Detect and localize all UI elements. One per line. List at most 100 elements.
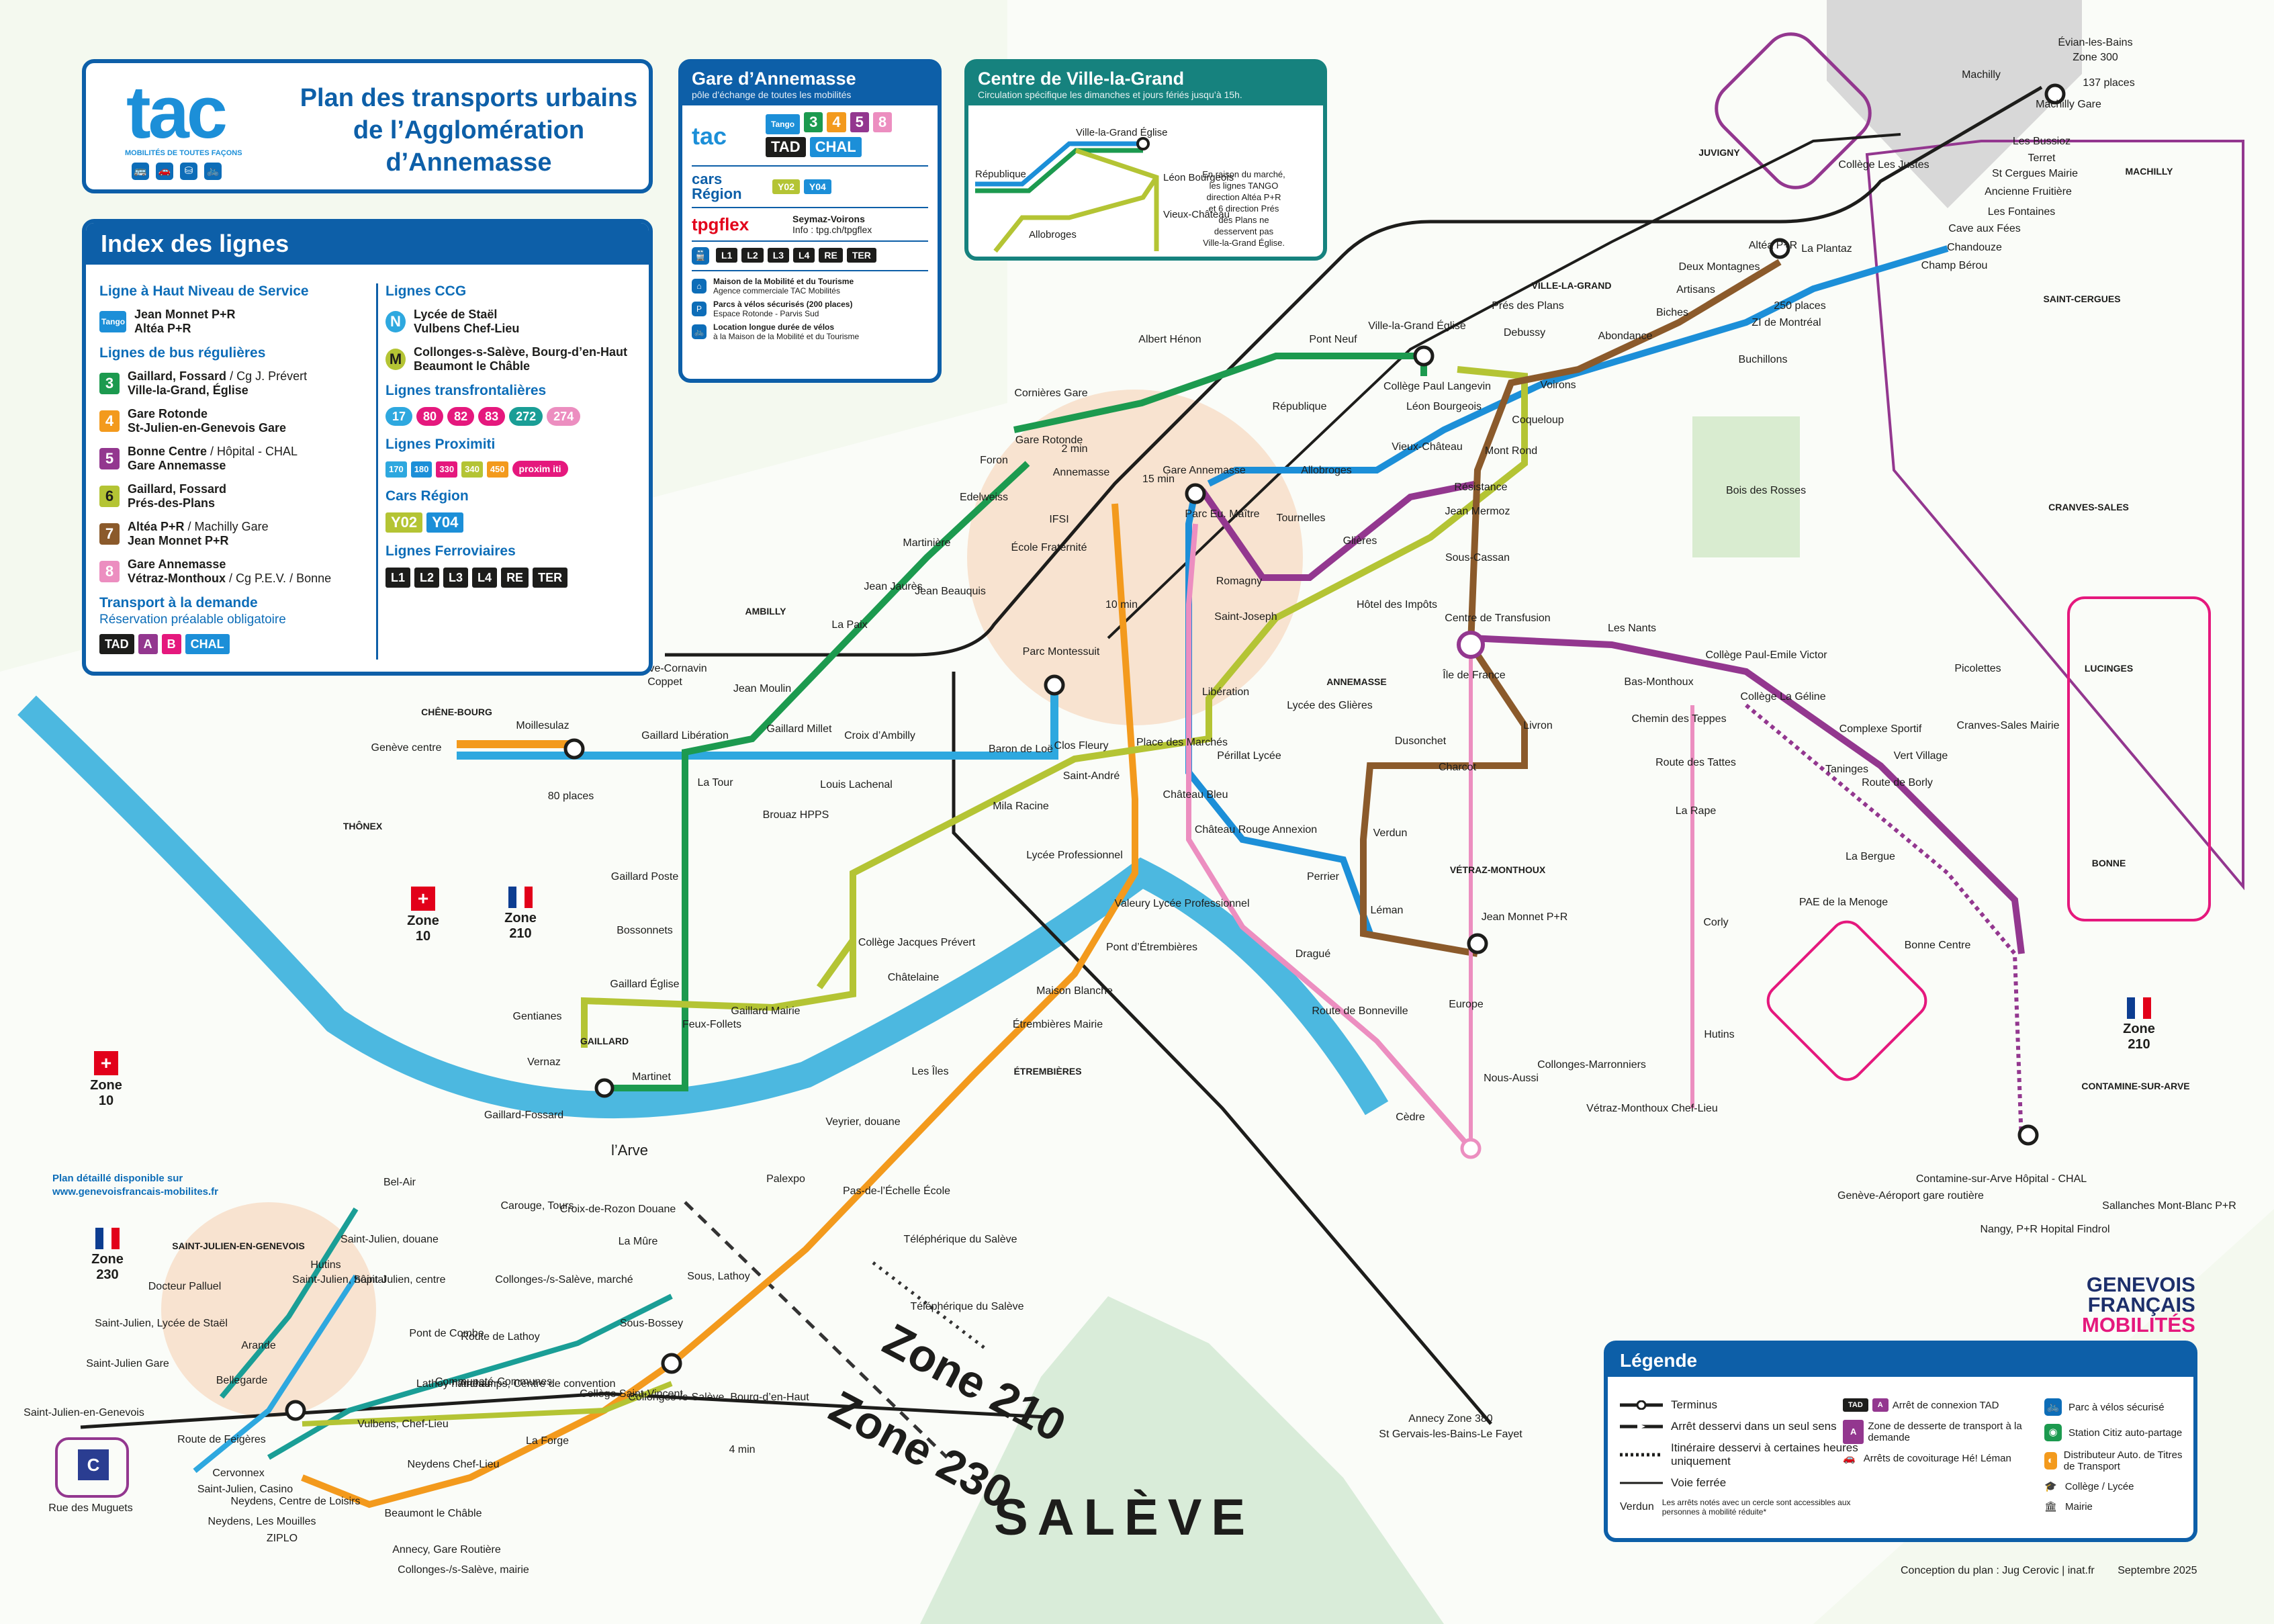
stop-label: Bas-Monthoux [1624,676,1693,688]
centre-stop-republique: République [975,169,1026,180]
proximiti-heading: Lignes Proximiti [385,437,496,452]
stop-label: Deux Montagnes [1679,261,1760,273]
stop-label: Croix-de-Rozon Douane [560,1204,676,1215]
centre-note-line: direction Altéa P+R [1207,192,1281,202]
proximiti-line-badge[interactable]: 330 [436,461,458,478]
detail-link[interactable]: Plan détaillé disponible sur www.genevoi… [52,1172,218,1199]
gare-tac-line-badge: Tango [766,114,801,134]
line-from: Gaillard, Fossard [128,369,227,383]
stop-label: Étrembières Mairie [1013,1018,1103,1030]
rail-line-badge[interactable]: RE [501,568,529,588]
tad-c-icon[interactable]: C [78,1449,109,1480]
tad-b-badge[interactable]: B [161,634,181,654]
stop-label: Hutins [310,1259,340,1271]
gare-tac-line-badge: TAD [766,137,806,157]
stop-cedre[interactable] [1460,1138,1482,1159]
line-8-branches [1469,645,1694,1148]
rail-line-badge[interactable]: L4 [472,568,498,588]
centre-stop-allobroges: Allobroges [1029,229,1077,240]
detail-url[interactable]: www.genevoisfrancais-mobilites.fr [52,1186,219,1198]
transfront-line-badge[interactable]: 80 [416,407,444,426]
gare-rail-badge: L4 [793,248,815,263]
stop-saint-julien-gare[interactable] [285,1400,306,1421]
rail-line-badge[interactable]: L3 [443,568,469,588]
rail-line-badge[interactable]: TER [533,568,568,588]
stop-contamine-chal[interactable] [2017,1124,2039,1146]
stop-label: Annecy Zone 380 [1408,1413,1493,1425]
stop-label: Gare Rotonde [1015,435,1083,446]
stop-label: Collège Paul Langevin [1383,381,1491,392]
centre-note-line: En raison du marché, [1202,169,1285,179]
tad-a-badge[interactable]: A [138,634,158,654]
transfront-line-badge[interactable]: 83 [478,407,506,426]
stop-label: Bossonnets [617,925,673,936]
stop-label: Châtelaine [888,972,940,983]
chal-badge[interactable]: CHAL [185,634,230,654]
transfront-line-badge[interactable]: 272 [509,407,543,426]
service-detail: à la Maison de la Mobilité et du Tourism… [713,332,860,341]
stop-label: Vulbens, Chef-Lieu [357,1418,449,1430]
stop-machilly-gare[interactable] [2044,83,2066,105]
centre-stop-eglise: Ville-la-Grand Église [1076,127,1167,138]
proximiti-line-badge[interactable]: 340 [461,461,483,478]
stop-parc-montessuit[interactable] [1044,674,1065,696]
stop-label: Archamps, Centre de convention [459,1378,615,1390]
transfront-line-badge[interactable]: 274 [547,407,581,426]
proximiti-line-badge[interactable]: 450 [486,461,508,478]
car-y02-badge[interactable]: Y02 [385,512,423,533]
stop-centre-transfusion[interactable] [1457,631,1485,659]
stop-label: Bel-Air [383,1177,416,1188]
stop-label: Collège Les Justes [1838,159,1929,171]
rail-line-badge[interactable]: L1 [385,568,411,588]
saint-julien-centre-area [161,1202,376,1417]
stop-label: St Gervais-les-Bains-Le Fayet [1379,1429,1522,1440]
zone-boundary-line [684,1201,948,1459]
stop-gaillard-fossard[interactable] [594,1078,615,1098]
proximiti-line-badge[interactable]: 170 [385,461,407,478]
stop-label: Gaillard Millet [767,723,832,735]
line-badge: 8 [99,561,120,582]
stop-jean-monnet[interactable] [1467,933,1488,954]
transfront-line-badge[interactable]: 17 [385,407,413,426]
graduation-cap-icon: 🎓 [2044,1481,2057,1492]
rail-line-badge[interactable]: L2 [414,568,440,588]
stop-label: Neydens, Les Mouilles [208,1516,316,1527]
bus-icon: 🚌 [132,163,149,180]
car-y04-badge[interactable]: Y04 [426,512,464,533]
gare-tac-line-badge: 3 [804,112,823,132]
proximiti-line-badge[interactable]: 180 [410,461,433,478]
stop-ville-la-grand-eglise[interactable] [1413,345,1435,367]
stop-label: Gaillard Mairie [731,1005,800,1017]
stop-label: Les Fontaines [1988,206,2056,218]
stop-label: Parc Eu. Maître [1185,508,1259,520]
commune-label: CHÊNE-BOURG [421,706,492,717]
stop-gare-annemasse[interactable] [1185,483,1206,504]
stop-label: Martinet [632,1071,671,1083]
stop-label: PAE de la Menoge [1799,897,1888,908]
stop-label: Vernaz [527,1056,561,1068]
tad-badge[interactable]: TAD [99,634,134,654]
stop-moillesulaz[interactable] [563,738,585,760]
transfront-line-badge[interactable]: 82 [447,407,475,426]
stop-collonges-marche[interactable] [661,1353,682,1374]
gare-y04: Y04 [803,179,831,194]
centre-stop-leon-bourgeois: Léon Bourgeois [1163,172,1234,183]
stop-altea[interactable] [1769,238,1790,259]
stop-label: Neydens Chef-Lieu [408,1459,500,1470]
stop-label: Collège Jacques Prévert [858,937,976,948]
